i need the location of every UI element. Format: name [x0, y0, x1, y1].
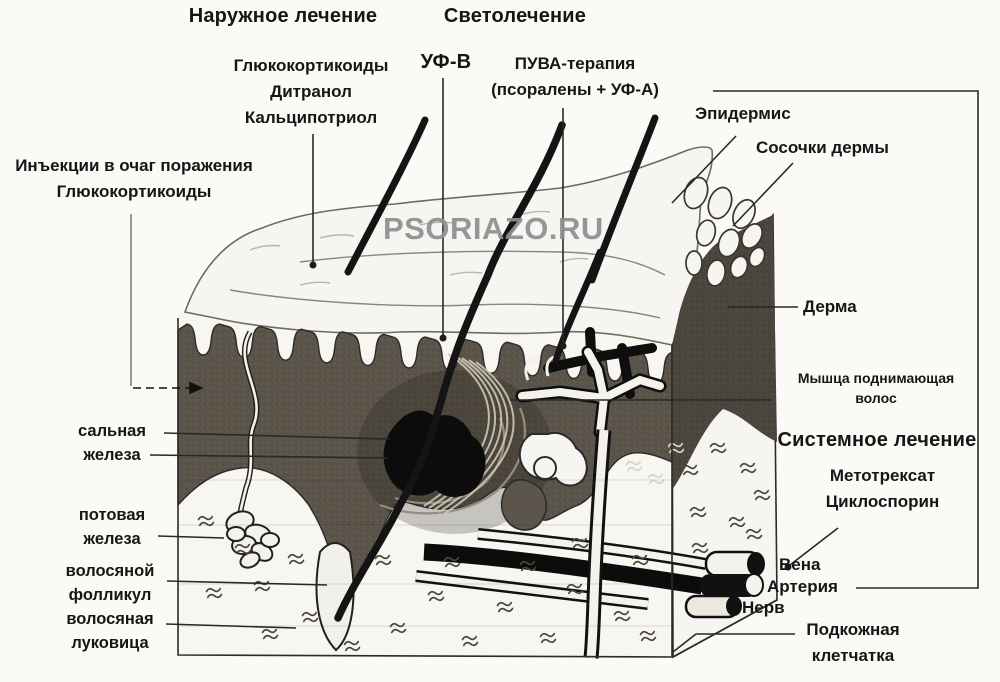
follicle-line1: волосяной [65, 562, 155, 580]
systemic-drugs-list: Метотрексат Циклоспорин [800, 463, 965, 515]
drug-glucocorticoids: Глюкокортикоиды [233, 56, 389, 75]
label-uvb: УФ-В [420, 51, 472, 73]
sebaceous-line2: железа [83, 446, 141, 464]
muscle-line2: волос [855, 390, 897, 406]
block-edges [177, 318, 778, 658]
puva-subtitle: (псоралены + УФ-А) [491, 80, 659, 99]
hair-shaft [344, 116, 429, 276]
label-dermal-papillae: Сосочки дермы [756, 138, 889, 157]
drug-methotrexate: Метотрексат [829, 466, 936, 485]
dermis-blob [500, 479, 547, 531]
leader-sweat [157, 535, 225, 539]
label-hair-bulb: волосяная луковица [54, 607, 166, 655]
label-sweat-gland: потовая железа [60, 503, 164, 551]
leader-epidermis [671, 135, 737, 204]
bulb-line2: луковица [71, 634, 149, 652]
artery-cap [744, 573, 764, 597]
bulb-line1: волосяная [66, 610, 154, 628]
label-epidermis: Эпидермис [695, 104, 791, 123]
right-bracket [713, 90, 979, 589]
descending-vessel [583, 429, 612, 659]
sebaceous-line1: сальная [78, 422, 146, 440]
label-artery: Артерия [767, 577, 838, 596]
injection-line1: Инъекции в очаг поражения [15, 156, 253, 175]
label-puva: ПУВА-терапия (псоралены + УФ-А) [482, 51, 668, 103]
leader-dots [309, 261, 792, 571]
label-derma: Дерма [803, 297, 857, 316]
leader-follicle [166, 580, 328, 586]
label-hair-follicle: волосяной фолликул [54, 559, 166, 607]
plaque-scale-lines [229, 210, 666, 319]
hair-shafts [334, 114, 659, 622]
hair-bulb-sheath [315, 542, 355, 652]
leader-lines [130, 78, 979, 653]
puva-title: ПУВА-терапия [514, 54, 636, 73]
subcutis-line1: Подкожная [806, 620, 900, 639]
sweat-duct [237, 330, 260, 515]
leader-subcutis [672, 633, 795, 653]
nerve-cap [726, 596, 742, 616]
leader-sebaceous-1 [163, 432, 391, 440]
label-vein: Вена [779, 555, 821, 574]
fat-lobule-small [533, 456, 557, 480]
hair-follicle-complex [315, 410, 486, 652]
sweat-line1: потовая [78, 506, 146, 524]
sweat-gland-shape [225, 510, 280, 569]
drug-ciclosporin: Циклоспорин [825, 492, 940, 511]
vein-cap [747, 552, 765, 576]
dermis-right-face-shade [672, 215, 777, 490]
injection-line2: Глюкокортикоиды [56, 182, 212, 201]
leader-sebaceous-2 [149, 454, 389, 459]
leader-papillae [732, 162, 794, 227]
hair-shaft-follicle [334, 121, 566, 622]
leader-bulb [165, 623, 297, 629]
vessel-cylinders [684, 550, 765, 619]
site-watermark: PSORIAZO.RU [383, 211, 604, 246]
label-subcutis: Подкожная клетчатка [793, 617, 913, 669]
external-drugs-list: Глюкокортикоиды Дитранол Кальципотриол [218, 53, 404, 131]
dermis-right-face [672, 215, 777, 490]
label-injection: Инъекции в очаг поражения Глюкокортикоид… [0, 153, 268, 205]
label-nerve: Нерв [742, 598, 785, 617]
label-arrector-muscle: Мышца поднимающая волос [778, 368, 974, 408]
sweat-line2: железа [83, 530, 141, 548]
artery-cylinder [700, 574, 758, 597]
title-external-treatment: Наружное лечение [188, 5, 378, 27]
title-systemic-treatment: Системное лечение [777, 429, 977, 451]
title-light-treatment: Светолечение [443, 5, 587, 27]
dermal-papillae-knobs [683, 176, 766, 287]
hair-shaft [552, 248, 604, 364]
sebaceous-gland-shape [383, 410, 486, 497]
follicle-line2: фолликул [68, 586, 152, 604]
muscle-line1: Мышца поднимающая [797, 370, 955, 386]
subcutis-line2: клетчатка [811, 646, 895, 665]
drug-calcipotriol: Кальципотриол [244, 108, 378, 127]
leader-systemic [789, 527, 839, 566]
label-sebaceous-gland: сальная железа [60, 419, 164, 467]
drug-dithranol: Дитранол [270, 82, 352, 101]
vein-band [423, 543, 704, 595]
